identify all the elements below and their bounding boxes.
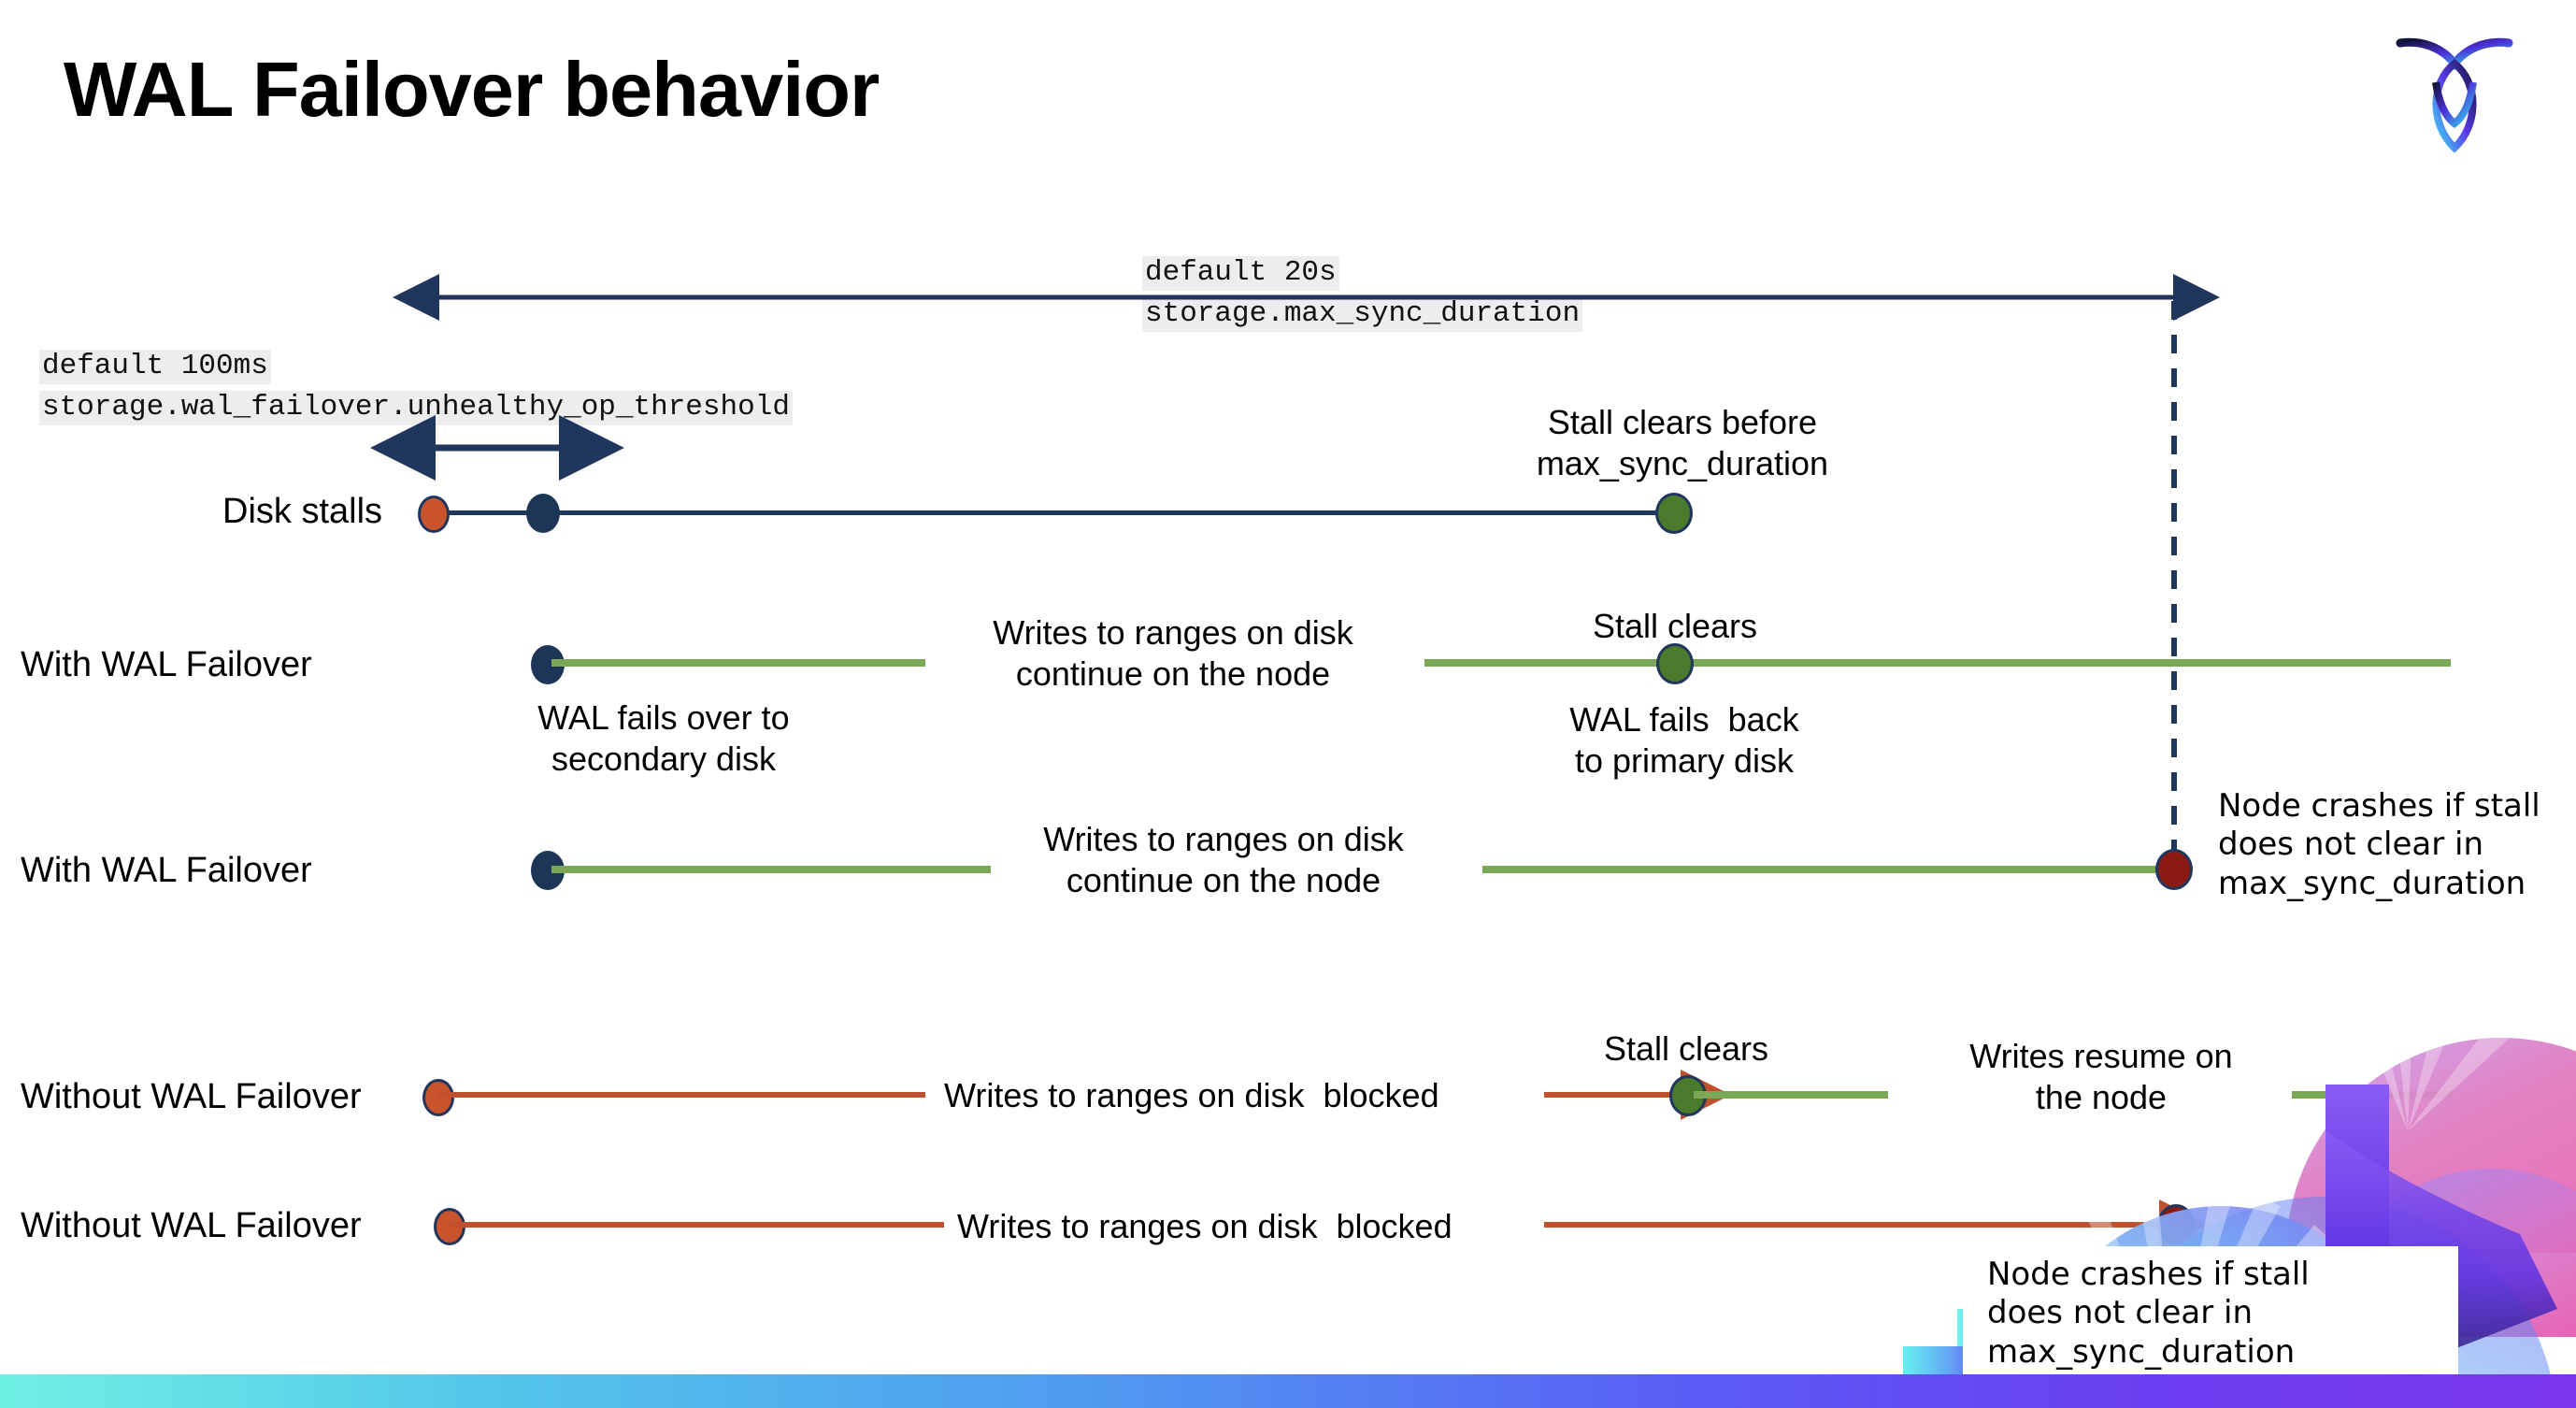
max-sync-default-label: default 20s <box>1142 256 1339 291</box>
row-label-with-wal-failover-1: With WAL Failover <box>21 645 312 684</box>
row-label-disk-stalls: Disk stalls <box>222 492 383 531</box>
wal-failover-trigger-dot <box>526 494 560 533</box>
disk-stall-start-dot <box>418 496 450 533</box>
annotation-writes-resume: Writes resume on the node <box>1969 1037 2233 1116</box>
wal-failover-timeline-row2-seg1 <box>551 659 925 667</box>
annotation-writes-blocked-row4: Writes to ranges on disk blocked <box>944 1076 1439 1114</box>
unhealthy-op-setting-name: storage.wal_failover.unhealthy_op_thresh… <box>39 391 793 425</box>
disk-stalls-timeline <box>432 510 1675 515</box>
writes-resume-timeline-row4-seg1 <box>1694 1091 1888 1099</box>
disk-stall-start-dot-row4 <box>422 1079 454 1116</box>
annotation-writes-continue-row2: Writes to ranges on disk continue on the… <box>993 613 1353 693</box>
writes-blocked-timeline-row5 <box>451 1222 944 1228</box>
annotation-wal-fails-over: WAL fails over to secondary disk <box>537 698 790 778</box>
annotation-writes-continue-row3: Writes to ranges on disk continue on the… <box>1043 820 1404 899</box>
wal-failover-timeline-row3-seg1 <box>551 866 991 873</box>
row-label-without-wal-failover-2: Without WAL Failover <box>21 1206 362 1245</box>
annotation-node-crashes-row5: Node crashes if stall does not clear in … <box>1987 1256 2310 1371</box>
cockroachdb-logo-icon <box>2389 28 2520 159</box>
node-crash-dot-row3 <box>2155 849 2193 890</box>
annotation-stall-clears-before-max: Stall clears before max_sync_duration <box>1536 403 1829 482</box>
annotation-stall-clears-row4: Stall clears <box>1603 1029 1769 1068</box>
annotation-node-crashes-row3: Node crashes if stall does not clear in … <box>2218 787 2540 902</box>
annotation-stall-clears-row2: Stall clears <box>1592 607 1758 645</box>
unhealthy-op-default-label: default 100ms <box>39 350 271 384</box>
writes-blocked-timeline-row4 <box>439 1092 925 1098</box>
annotation-writes-blocked-row5: Writes to ranges on disk blocked <box>957 1207 1453 1245</box>
annotation-wal-fails-back: WAL fails back to primary disk <box>1569 700 1799 780</box>
wal-failover-start-dot-row2 <box>531 645 565 684</box>
page-title: WAL Failover behavior <box>64 46 880 133</box>
wal-failover-timeline-row2-seg2 <box>1424 659 2451 667</box>
row-label-without-wal-failover-1: Without WAL Failover <box>21 1077 362 1116</box>
bottom-gradient-bar <box>0 1374 2576 1408</box>
node-crash-callout-box: Node crashes if stall does not clear in … <box>1963 1246 2458 1377</box>
max-sync-setting-name: storage.max_sync_duration <box>1142 297 1583 332</box>
disk-stall-clear-dot <box>1655 493 1693 534</box>
stall-clear-dot-row2 <box>1656 643 1694 684</box>
row-label-with-wal-failover-2: With WAL Failover <box>21 851 312 890</box>
wal-failover-timeline-row3-seg2 <box>1482 866 2174 873</box>
